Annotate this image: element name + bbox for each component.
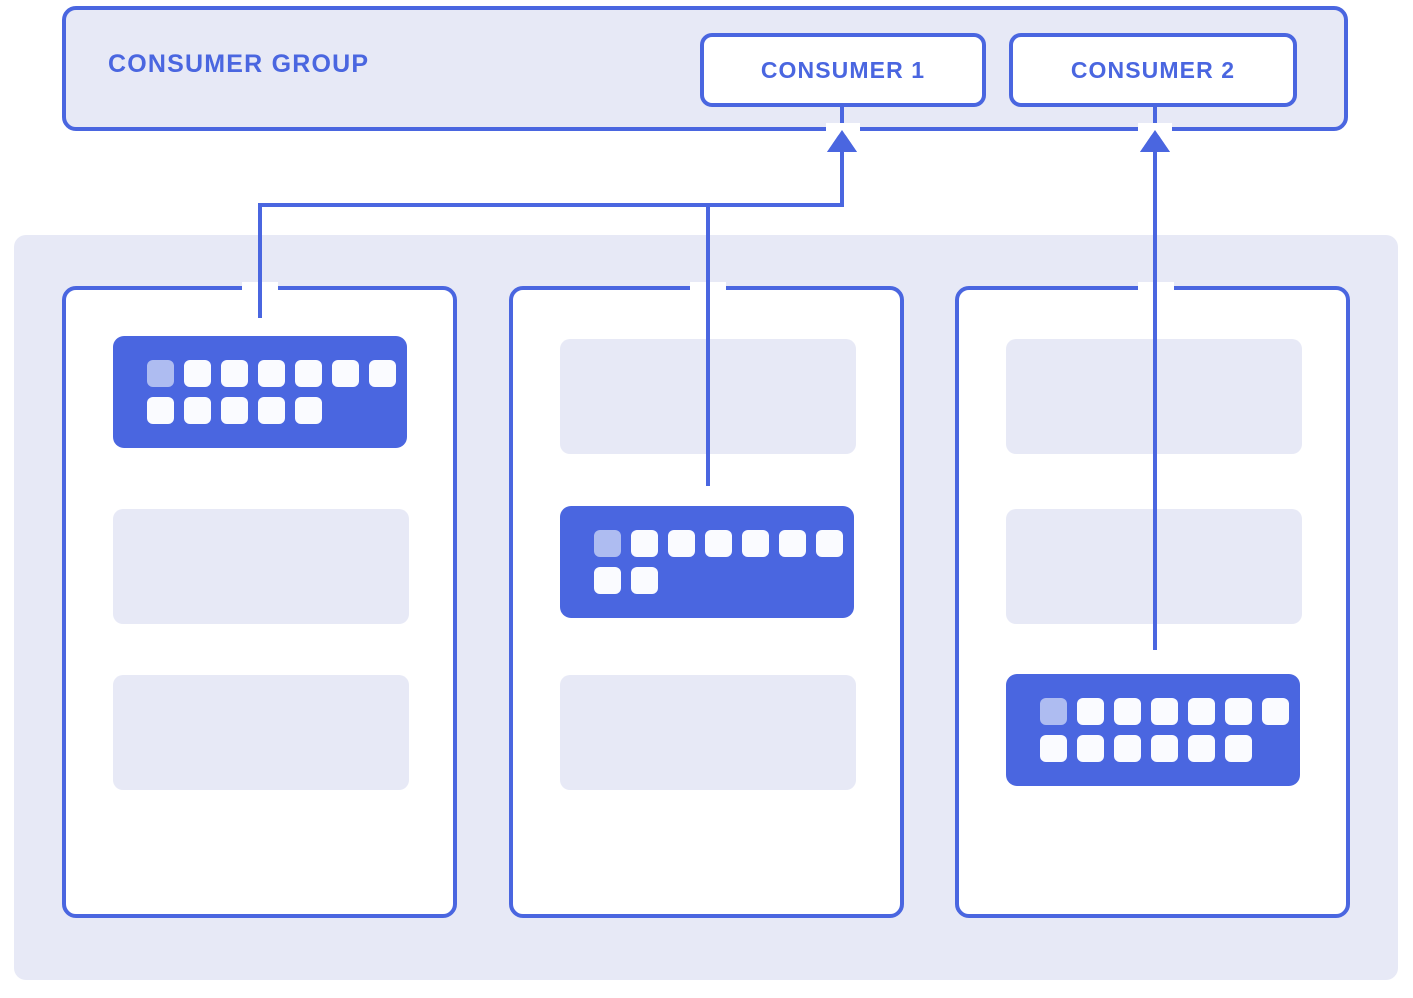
message-cell	[1262, 698, 1289, 725]
message-cell	[594, 567, 621, 594]
message-block-row	[1006, 735, 1300, 762]
message-block-partition-2	[560, 506, 854, 618]
message-cell	[816, 530, 843, 557]
message-cell	[184, 397, 211, 424]
message-cell-highlight	[147, 360, 174, 387]
connector-partition-1-vertical	[258, 203, 262, 318]
connector-1-through-gap	[258, 282, 262, 318]
message-cell	[295, 360, 322, 387]
message-cell	[258, 360, 285, 387]
message-block-row	[560, 530, 854, 557]
message-cell	[631, 530, 658, 557]
message-cell	[1114, 735, 1141, 762]
connector-consumer-1-stub	[840, 107, 844, 123]
connector-partition-2-vertical	[706, 203, 710, 486]
consumer-box-2[interactable]: CONSUMER 2	[1009, 33, 1297, 107]
message-block-row	[113, 360, 407, 387]
placeholder-slot	[113, 509, 409, 624]
message-cell	[1040, 735, 1067, 762]
message-cell	[1225, 698, 1252, 725]
message-cell-highlight	[594, 530, 621, 557]
message-cell	[1188, 698, 1215, 725]
message-cell	[184, 360, 211, 387]
message-cell	[742, 530, 769, 557]
message-cell	[1225, 735, 1252, 762]
message-cell	[631, 567, 658, 594]
message-cell	[779, 530, 806, 557]
message-cell	[258, 397, 285, 424]
message-block-partition-3	[1006, 674, 1300, 786]
message-cell	[221, 360, 248, 387]
message-cell	[1114, 698, 1141, 725]
message-cell	[1077, 735, 1104, 762]
message-cell	[668, 530, 695, 557]
placeholder-slot	[560, 675, 856, 790]
message-cell	[1151, 698, 1178, 725]
consumer-box-1[interactable]: CONSUMER 1	[700, 33, 986, 107]
consumer-2-label: CONSUMER 2	[1070, 56, 1236, 83]
message-cell	[1077, 698, 1104, 725]
message-cell	[332, 360, 359, 387]
message-cell	[369, 360, 396, 387]
arrowhead-consumer-2-top	[1140, 130, 1170, 152]
consumer-group-label: CONSUMER GROUP	[108, 50, 370, 78]
message-cell	[221, 397, 248, 424]
connector-consumer-2-stub	[1153, 107, 1157, 123]
connector-3-through-gap	[1153, 282, 1157, 318]
message-cell	[705, 530, 732, 557]
message-block-row	[113, 397, 407, 424]
connector-2-through-gap	[706, 282, 710, 318]
connector-partition-3-vertical	[1153, 146, 1157, 650]
message-cell-highlight	[1040, 698, 1067, 725]
message-cell	[1188, 735, 1215, 762]
message-block-row	[1006, 698, 1300, 725]
message-cell	[147, 397, 174, 424]
placeholder-slot	[113, 675, 409, 790]
connector-partition-1-horizontal	[258, 203, 844, 207]
message-block-partition-1	[113, 336, 407, 448]
connector-consumer-1-riser	[840, 146, 844, 207]
message-block-row	[560, 567, 854, 594]
arrowhead-consumer-1-top	[827, 130, 857, 152]
consumer-1-label: CONSUMER 1	[760, 56, 926, 83]
message-cell	[295, 397, 322, 424]
message-cell	[1151, 735, 1178, 762]
